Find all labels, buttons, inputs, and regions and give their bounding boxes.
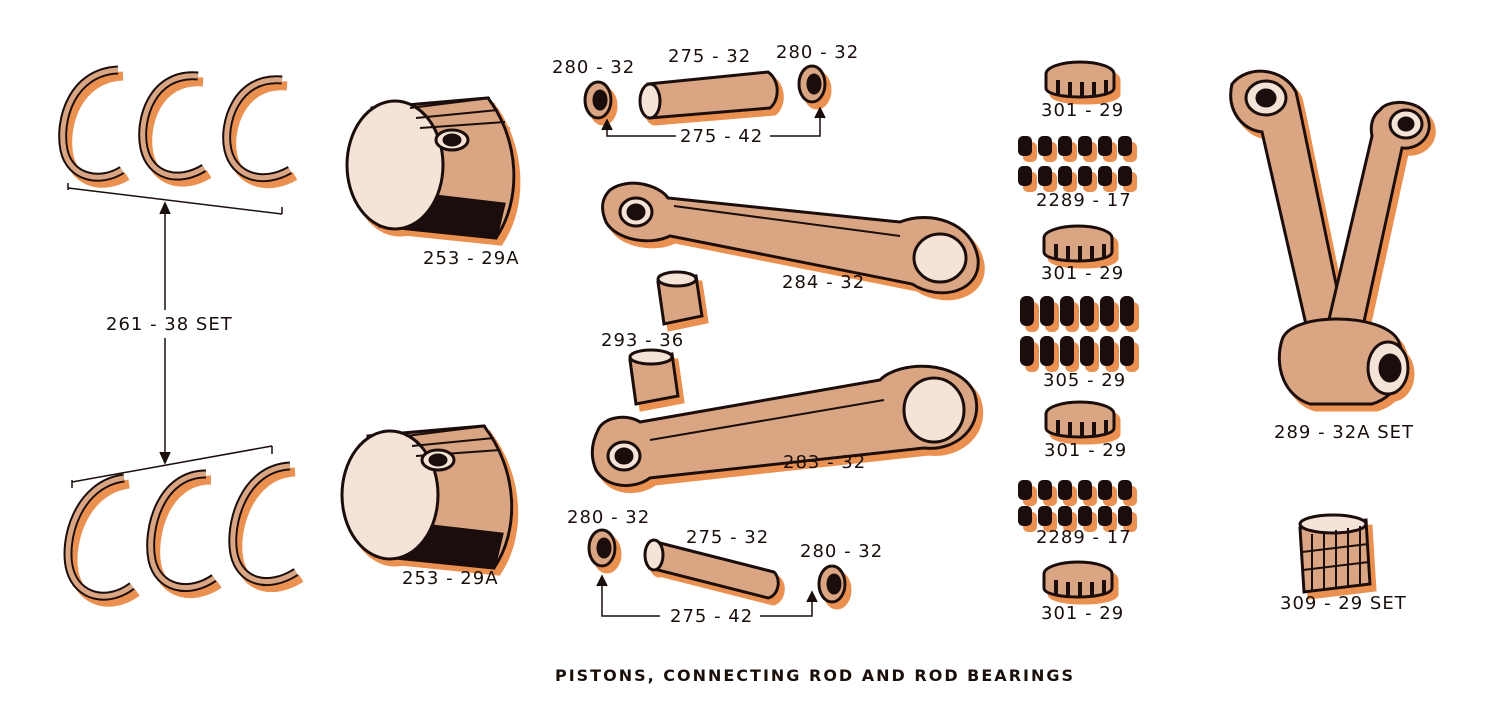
- label-retainer-tl: 280 - 32: [552, 57, 636, 78]
- piston-top: [345, 96, 516, 240]
- label-retainer-br: 280 - 32: [800, 541, 884, 562]
- label-cage-2: 301 - 29: [1041, 263, 1125, 284]
- label-rollers-3: 2289 - 17: [1036, 527, 1132, 548]
- label-retainer-bl: 280 - 32: [567, 507, 651, 528]
- bushings: [628, 270, 704, 406]
- label-bushing: 293 - 36: [601, 330, 685, 351]
- label-cage-4: 301 - 29: [1041, 603, 1125, 624]
- piston-rings-bottom: [63, 461, 299, 601]
- label-rod-top: 284 - 32: [782, 272, 866, 293]
- wrist-pin-top-group: [583, 64, 827, 120]
- label-rollers-1: 2289 - 17: [1036, 190, 1132, 211]
- label-pin-assembly-bottom: 275 - 42: [670, 606, 754, 627]
- label-rollers-2: 305 - 29: [1043, 370, 1127, 391]
- label-piston-top: 253 - 29A: [423, 248, 520, 269]
- connecting-rod-bottom: [590, 364, 979, 488]
- label-pin-assembly-top: 275 - 42: [680, 126, 764, 147]
- roller-rows: [1018, 136, 1134, 526]
- rod-assembly: [1229, 69, 1431, 406]
- pin-assembly-top-bracket: [601, 106, 826, 137]
- label-retainer-tr: 280 - 32: [776, 42, 860, 63]
- label-cage-1: 301 - 29: [1041, 100, 1125, 121]
- bearing-set: [1298, 513, 1372, 594]
- label-cage-3: 301 - 29: [1044, 440, 1128, 461]
- label-bearing-set: 309 - 29 SET: [1280, 593, 1407, 614]
- wrist-pin-bottom-group: [587, 528, 847, 604]
- bearing-cages: [1042, 60, 1116, 599]
- label-pin-top: 275 - 32: [668, 46, 752, 67]
- label-rod-assembly: 289 - 32A SET: [1274, 422, 1415, 443]
- label-rod-bottom: 283 - 32: [783, 452, 867, 473]
- label-piston-bottom: 253 - 29A: [402, 568, 499, 589]
- label-pin-bottom: 275 - 32: [686, 527, 770, 548]
- label-ring-set: 261 - 38 SET: [106, 314, 233, 335]
- diagram-caption: PISTONS, CONNECTING ROD AND ROD BEARINGS: [554, 666, 1076, 685]
- pin-assembly-bottom-bracket: [596, 574, 818, 617]
- piston-rings-top: [58, 65, 293, 183]
- connecting-rod-top: [601, 181, 980, 295]
- ring-set-bracket: [67, 183, 283, 488]
- piston-bottom: [340, 424, 514, 570]
